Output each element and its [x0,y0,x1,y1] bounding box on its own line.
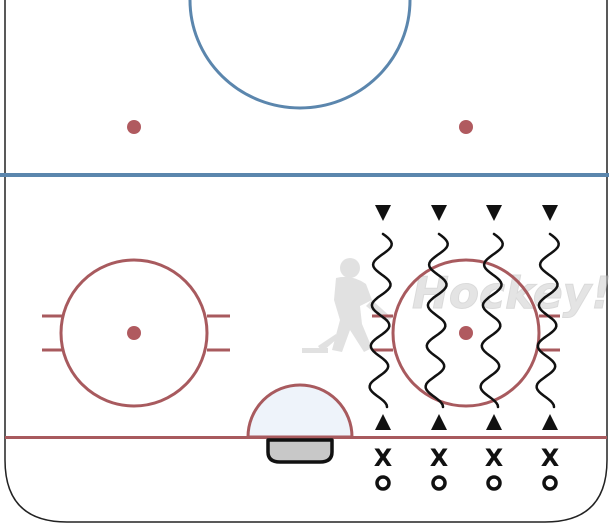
end-triangle-down-icon-2 [431,205,447,221]
player-o-marker-4 [542,475,558,491]
player-x-marker-1: X [374,444,393,472]
start-triangle-up-icon-4 [542,414,558,430]
end-triangle-down-icon-1 [375,205,391,221]
player-x-marker-4: X [541,444,560,472]
faceoff-dot-left [127,326,141,340]
watermark-text: Hockey! [412,268,609,319]
watermark: Hockey! [302,258,609,353]
player-x-marker-3: X [485,444,504,472]
neutral-zone-dot-right [459,120,473,134]
goal-line [5,436,607,439]
start-triangle-up-icon-1 [375,414,391,430]
player-x-marker-2: X [430,444,449,472]
faceoff-circle-left [42,258,230,408]
skating-path-3 [479,232,504,409]
blue-line [0,173,609,177]
skating-path-1 [368,232,393,409]
start-triangle-up-icon-3 [486,414,502,430]
goal-crease [246,383,354,439]
skating-path-2 [424,232,449,409]
faceoff-dot-right [459,326,473,340]
goal-net [266,438,334,464]
player-o-marker-2 [431,475,447,491]
center-circle [188,0,412,110]
player-o-marker-1 [375,475,391,491]
end-triangle-down-icon-3 [486,205,502,221]
player-o-marker-3 [486,475,502,491]
neutral-zone-dot-left [127,120,141,134]
start-triangle-up-icon-2 [431,414,447,430]
rink-boards [4,0,608,523]
end-triangle-down-icon-4 [542,205,558,221]
skating-path-4 [535,232,560,409]
